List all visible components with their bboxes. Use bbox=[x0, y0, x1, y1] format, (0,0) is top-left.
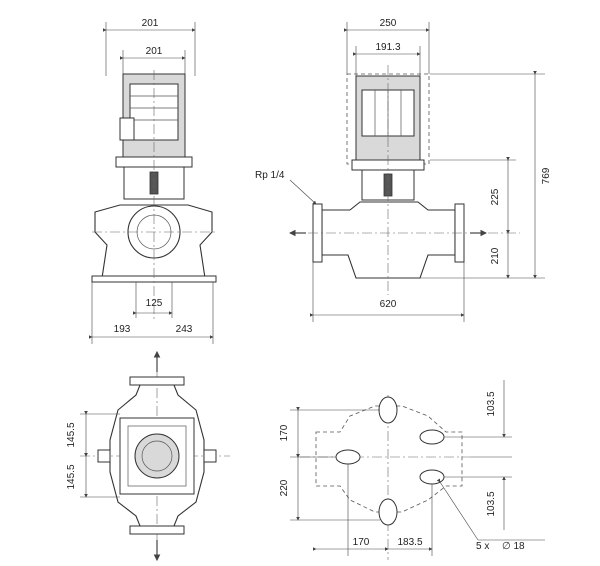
front-pump-casing bbox=[94, 204, 213, 279]
base-dim-103-5-lower: 103.5 bbox=[486, 491, 497, 516]
base-hole-right-upper bbox=[419, 429, 445, 445]
side-dim-250: 250 bbox=[380, 18, 397, 29]
side-dim-769: 769 bbox=[541, 167, 552, 184]
front-dim-201-inner: 201 bbox=[146, 46, 163, 57]
front-view: 201 201 125 193 243 bbox=[89, 18, 217, 344]
side-dim-620: 620 bbox=[380, 299, 397, 310]
side-pump-casing bbox=[321, 201, 456, 279]
base-hole-diameter: ∅ 18 bbox=[502, 541, 525, 552]
base-dim-220: 220 bbox=[279, 479, 290, 496]
side-dim-225: 225 bbox=[490, 188, 501, 205]
top-left-boss bbox=[97, 449, 111, 463]
top-right-boss bbox=[203, 449, 217, 463]
top-motor-inner bbox=[127, 425, 187, 487]
base-hole-right-lower bbox=[419, 469, 445, 485]
top-lower-flange bbox=[129, 525, 185, 535]
side-dim-191-3: 191.3 bbox=[375, 42, 400, 53]
base-dim-103-5-upper: 103.5 bbox=[486, 391, 497, 416]
top-pump-casing bbox=[109, 384, 205, 527]
top-dim-145-5-lower: 145.5 bbox=[66, 464, 77, 489]
base-plan-view: 170 220 103.5 103.5 170 183.5 5 x ∅ 18 bbox=[279, 380, 545, 560]
top-view: 145.5 145.5 bbox=[66, 350, 230, 562]
side-view: Rp 1/4 250 191.3 769 225 210 620 bbox=[255, 18, 552, 322]
base-dim-183-5: 183.5 bbox=[397, 537, 422, 548]
base-dim-170-left: 170 bbox=[279, 424, 290, 441]
top-dim-145-5-upper: 145.5 bbox=[66, 422, 77, 447]
side-dim-210: 210 bbox=[490, 247, 501, 264]
base-outline bbox=[315, 405, 463, 513]
base-hole-count: 5 x bbox=[476, 541, 489, 552]
front-dim-201-outer: 201 bbox=[142, 18, 159, 29]
base-hole-top bbox=[378, 396, 398, 424]
base-hole-left bbox=[335, 449, 361, 465]
base-hole-bottom bbox=[378, 498, 398, 526]
front-dim-243: 243 bbox=[176, 324, 193, 335]
front-terminal-box bbox=[119, 117, 135, 141]
front-dim-193: 193 bbox=[114, 324, 131, 335]
base-dim-170-bottom: 170 bbox=[353, 537, 370, 548]
side-vent-label: Rp 1/4 bbox=[255, 170, 285, 181]
front-dim-125: 125 bbox=[146, 298, 163, 309]
top-fan-grille bbox=[134, 433, 180, 479]
top-upper-flange bbox=[129, 376, 185, 386]
